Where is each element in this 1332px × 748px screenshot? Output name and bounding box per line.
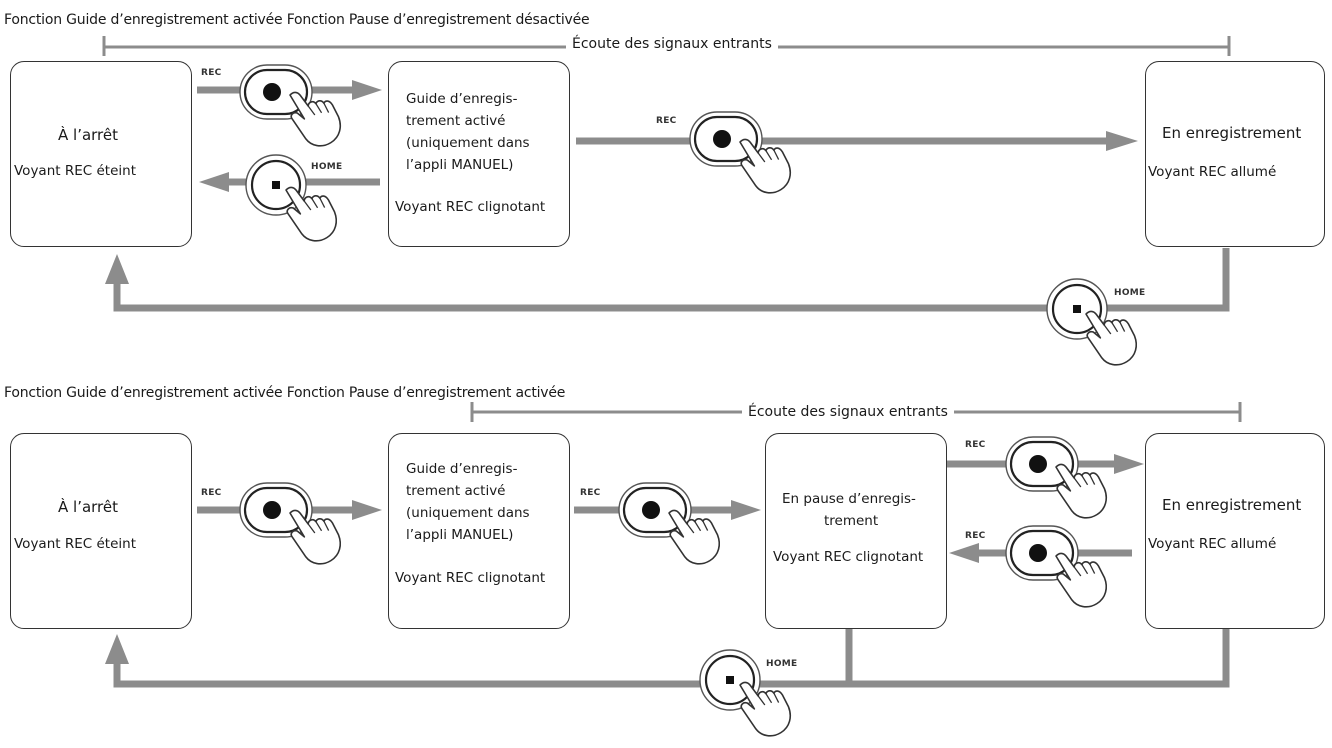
- button-label-home: HOME: [766, 659, 798, 669]
- state-guide-bottom: Guide d’enregis- trement activé (uniquem…: [388, 433, 570, 629]
- button-label-rec: REC: [201, 488, 222, 498]
- state-line: (uniquement dans: [406, 135, 530, 151]
- state-line: trement: [824, 513, 879, 529]
- state-status: Voyant REC allumé: [1148, 536, 1277, 552]
- arrow-head-up-top: [105, 254, 129, 284]
- state-status: Voyant REC éteint: [14, 163, 136, 179]
- state-status: Voyant REC clignotant: [395, 570, 546, 586]
- pointing-hand-icon: [282, 179, 341, 246]
- arrow-guide-to-recording-top: [576, 131, 1138, 151]
- state-status: Voyant REC allumé: [1148, 164, 1277, 180]
- state-recording-bottom: En enregistrement Voyant REC allumé: [1145, 433, 1325, 629]
- state-guide-top: Guide d’enregis- trement activé (uniquem…: [388, 61, 570, 247]
- state-status: Voyant REC clignotant: [395, 199, 546, 215]
- state-line: trement activé: [406, 483, 506, 499]
- state-line: En pause d’enregis-: [782, 491, 916, 507]
- heading-bottom: Fonction Guide d’enregistrement activée …: [4, 385, 566, 401]
- listening-label-bottom: Écoute des signaux entrants: [742, 403, 954, 421]
- button-label-home: HOME: [1114, 288, 1146, 298]
- button-label-rec: REC: [201, 68, 222, 78]
- state-title: À l’arrêt: [58, 498, 119, 516]
- pointing-hand-icon: [286, 84, 345, 151]
- button-label-home: HOME: [311, 162, 343, 172]
- arrow-head-up-bottom: [105, 634, 129, 664]
- button-label-rec: REC: [580, 488, 601, 498]
- button-label-rec: REC: [656, 116, 677, 126]
- button-label-rec: REC: [965, 531, 986, 541]
- state-status: Voyant REC éteint: [14, 536, 136, 552]
- state-stopped-top: À l’arrêt Voyant REC éteint: [10, 61, 192, 247]
- arrow-to-stop-bottom: [113, 628, 1230, 688]
- state-line: l’appli MANUEL): [406, 527, 514, 543]
- state-recording-top: En enregistrement Voyant REC allumé: [1145, 61, 1325, 247]
- state-title: En enregistrement: [1162, 496, 1302, 514]
- button-label-rec: REC: [965, 440, 986, 450]
- state-line: trement activé: [406, 113, 506, 129]
- state-line: l’appli MANUEL): [406, 157, 514, 173]
- heading-top: Fonction Guide d’enregistrement activée …: [4, 12, 590, 28]
- state-line: Guide d’enregis-: [406, 91, 518, 107]
- state-title: En enregistrement: [1162, 124, 1302, 142]
- state-line: Guide d’enregis-: [406, 461, 518, 477]
- state-line: (uniquement dans: [406, 505, 530, 521]
- state-stopped-bottom: À l’arrêt Voyant REC éteint: [10, 433, 192, 629]
- listening-label-top: Écoute des signaux entrants: [566, 35, 778, 53]
- state-title: À l’arrêt: [58, 126, 119, 144]
- arrow-recording-to-stop-top: [113, 248, 1230, 312]
- pointing-hand-icon: [1082, 303, 1141, 370]
- state-status: Voyant REC clignotant: [773, 549, 924, 565]
- state-paused-bottom: En pause d’enregis- trement Voyant REC c…: [765, 433, 947, 629]
